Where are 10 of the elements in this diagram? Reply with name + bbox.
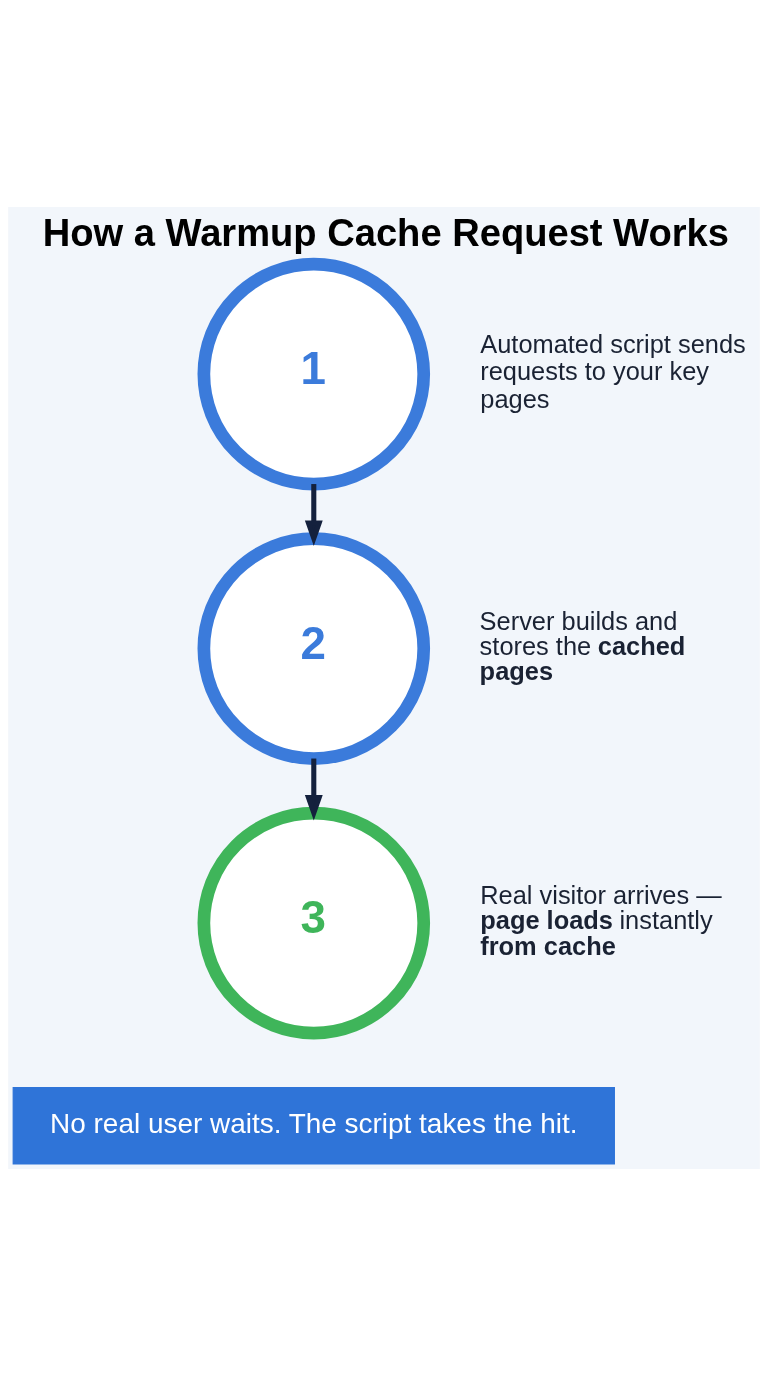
node-label: Real visitor arrives — page loads instantly from cache xyxy=(480,881,722,960)
node-label: Server builds and stores the cached pages xyxy=(479,606,686,686)
arrow xyxy=(304,758,323,821)
node-label: Automated script sends requests to your key pages xyxy=(480,329,746,414)
arrow xyxy=(304,484,323,547)
node-circle: 2 xyxy=(197,532,431,765)
node-circle: 3 xyxy=(197,806,431,1040)
label: No real user waits. The script takes the hit. xyxy=(50,1107,578,1139)
diagram-title: How a Warmup Cache Request Works xyxy=(42,211,729,255)
node-circle: 1 xyxy=(197,257,431,491)
